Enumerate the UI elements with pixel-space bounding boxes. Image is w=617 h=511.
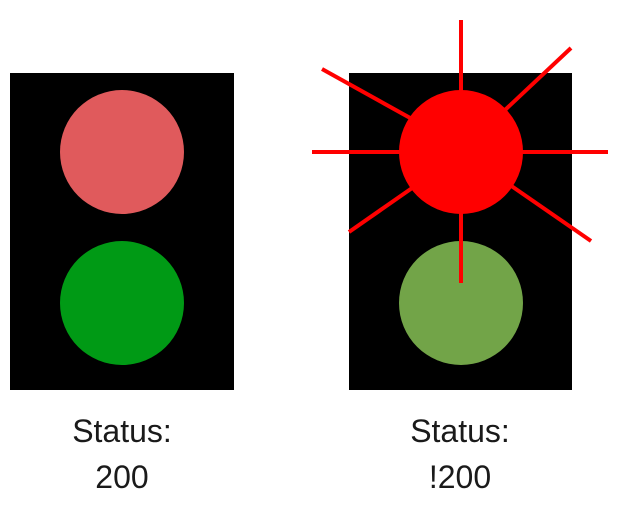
flash-ray — [508, 183, 593, 243]
status-caption-ok: Status: 200 — [32, 408, 212, 500]
flash-ray — [321, 67, 413, 121]
status-label: Status: — [410, 413, 510, 449]
green-lamp-lit — [60, 241, 184, 365]
status-code: !200 — [428, 459, 492, 495]
traffic-light-error — [312, 20, 608, 390]
flash-ray — [503, 46, 573, 112]
red-lamp-dim — [60, 90, 184, 214]
flash-ray — [347, 184, 417, 234]
status-label: Status: — [72, 413, 172, 449]
green-lamp-dim — [399, 241, 523, 365]
traffic-light-ok — [10, 73, 234, 390]
flash-rays — [312, 20, 608, 283]
status-code: 200 — [95, 459, 149, 495]
status-caption-error: Status: !200 — [370, 408, 550, 500]
red-lamp-lit — [399, 90, 523, 214]
